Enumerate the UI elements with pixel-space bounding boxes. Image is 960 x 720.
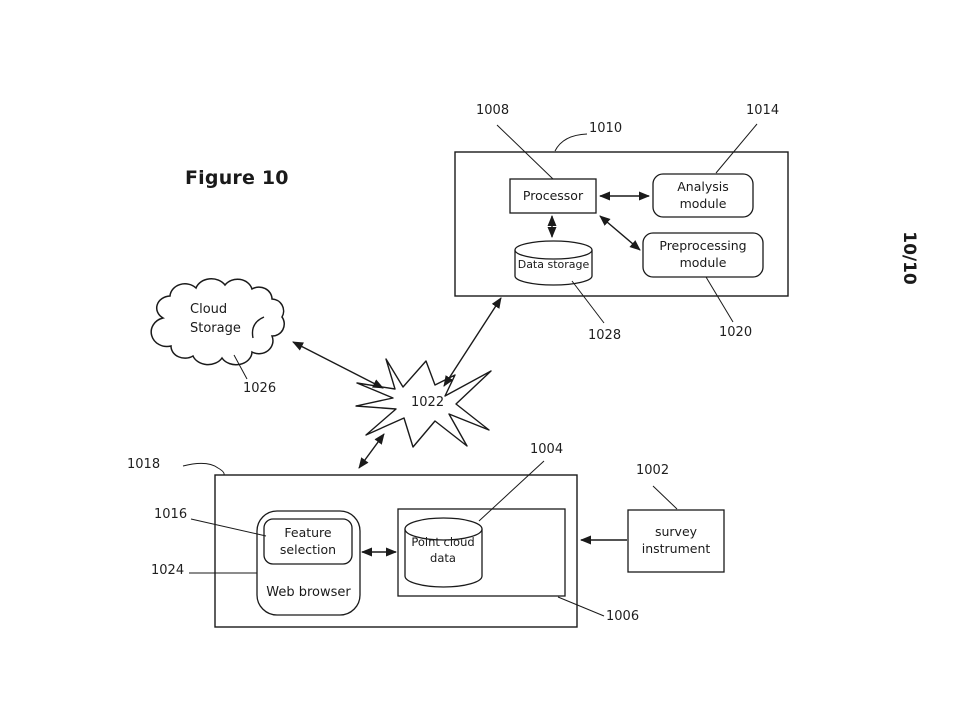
figure-title: Figure 10 xyxy=(185,167,289,189)
leader-1026 xyxy=(233,354,248,380)
ref-1022: 1022 xyxy=(411,395,445,410)
system-box-outline xyxy=(454,151,789,297)
point-cloud-data-label: Point cloud data xyxy=(411,535,475,565)
leader-1004 xyxy=(478,460,545,522)
ref-1018: 1018 xyxy=(127,457,161,472)
web-browser-label: Web browser xyxy=(266,585,351,601)
ref-1024: 1024 xyxy=(151,563,185,578)
preprocessing-module-box xyxy=(642,232,764,278)
arrow-network-clientbox xyxy=(358,433,385,469)
feature-selection-label: Feature selection xyxy=(279,524,337,557)
ref-1008: 1008 xyxy=(476,103,510,118)
ref-1004: 1004 xyxy=(530,442,564,457)
ref-1026: 1026 xyxy=(243,381,277,396)
leader-1008 xyxy=(496,124,554,180)
data-storage-cylinder xyxy=(514,240,593,286)
arrow-systembox-network xyxy=(443,297,502,387)
ref-1016: 1016 xyxy=(154,507,188,522)
arrow-processor-preprocessing xyxy=(599,215,641,251)
survey-instrument-label: survey instrument xyxy=(641,524,711,556)
ref-1020: 1020 xyxy=(719,325,753,340)
cloud-shape xyxy=(150,278,285,366)
analysis-module-box xyxy=(652,173,754,218)
point-cloud-panel xyxy=(397,508,566,597)
leader-1028 xyxy=(571,280,605,324)
leader-1010 xyxy=(554,133,588,152)
ref-1028: 1028 xyxy=(588,328,622,343)
leader-1006 xyxy=(557,596,605,617)
processor-label: Processor xyxy=(522,187,584,203)
feature-selection-box xyxy=(263,518,353,565)
analysis-module-label: Analysis module xyxy=(677,178,729,211)
ref-1010: 1010 xyxy=(589,121,623,136)
leader-1018 xyxy=(182,462,225,476)
preprocessing-module-label: Preprocessing module xyxy=(659,238,747,270)
arrow-cloud-network xyxy=(292,341,384,389)
ref-1002: 1002 xyxy=(636,463,670,478)
data-storage-label: Data storage xyxy=(517,257,590,271)
leader-1020 xyxy=(705,276,734,323)
survey-instrument-box xyxy=(627,509,725,573)
sheet-number: 10/10 xyxy=(899,231,919,285)
leader-1002 xyxy=(652,485,678,510)
leader-1014 xyxy=(715,123,758,174)
ref-1014: 1014 xyxy=(746,103,780,118)
network-burst-shape xyxy=(355,358,492,448)
leader-1016 xyxy=(190,518,267,537)
cloud-storage-label: Cloud Storage xyxy=(190,302,241,336)
point-cloud-cylinder xyxy=(404,517,483,588)
client-box-outline xyxy=(214,474,578,628)
ref-1006: 1006 xyxy=(606,609,640,624)
